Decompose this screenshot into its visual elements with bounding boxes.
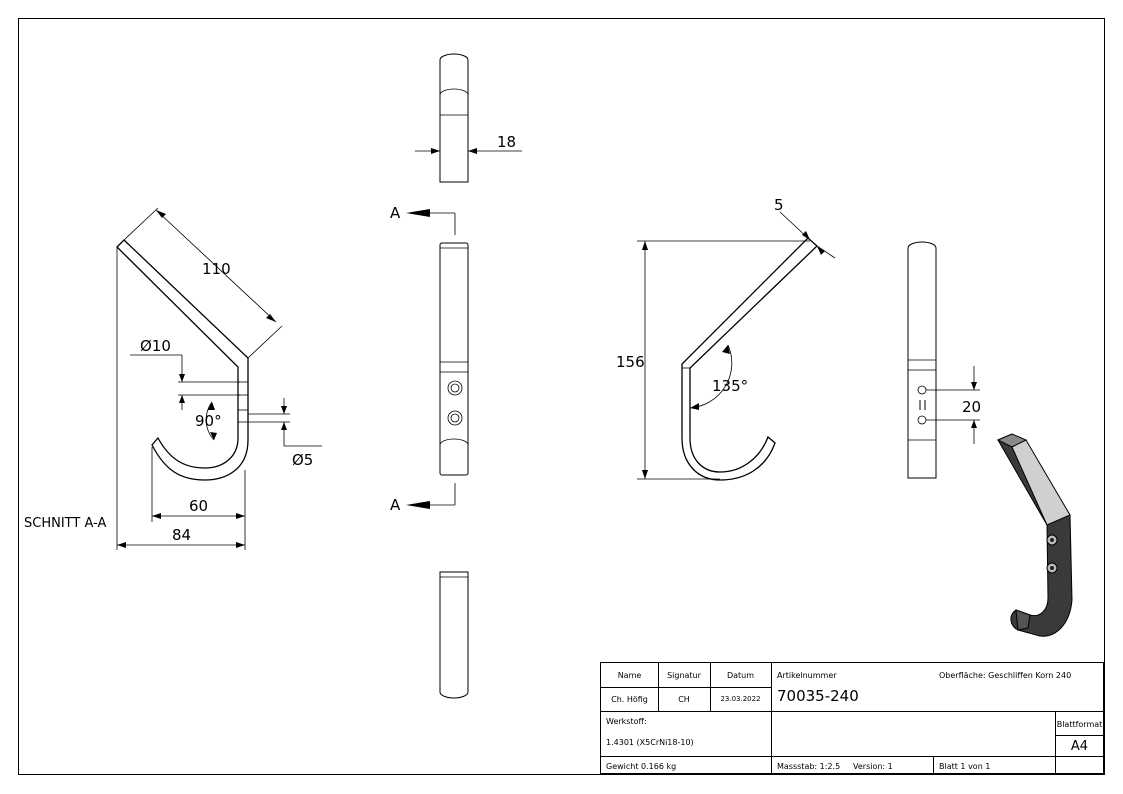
section-profile bbox=[116, 239, 249, 481]
date-header: Datum bbox=[726, 671, 755, 680]
front-view: A A bbox=[390, 204, 469, 514]
dim-60: 60 bbox=[189, 497, 208, 515]
dim-5: 5 bbox=[774, 196, 784, 214]
drawing-frame bbox=[18, 18, 1105, 775]
dim-20: 20 bbox=[962, 398, 981, 416]
article-number: 70035-240 bbox=[777, 687, 859, 705]
format-value: A4 bbox=[1070, 739, 1089, 754]
signature-header: Signatur bbox=[667, 671, 701, 680]
iso-view bbox=[996, 433, 1073, 637]
back-view: 20 bbox=[907, 241, 981, 479]
cut-label-top: A bbox=[390, 204, 401, 222]
section-label: SCHNITT A-A bbox=[24, 516, 106, 531]
top-view: 18 bbox=[415, 53, 522, 183]
dim-diameter-5: Ø5 bbox=[292, 451, 313, 469]
material-value: 1.4301 (X5CrNi18-10) bbox=[606, 738, 694, 747]
cut-label-bottom: A bbox=[390, 496, 401, 514]
material-header: Werkstoff: bbox=[606, 717, 647, 726]
section-view: 110 Ø10 90° Ø5 60 84 bbox=[24, 207, 322, 550]
dim-110: 110 bbox=[202, 260, 231, 278]
weight: Gewicht 0.166 kg bbox=[606, 762, 677, 771]
dim-84: 84 bbox=[172, 526, 191, 544]
name-value: Ch. Höfig bbox=[611, 695, 648, 704]
article-header: Artikelnummer bbox=[777, 671, 837, 680]
surface: Oberfläche: Geschliffen Korn 240 bbox=[939, 671, 1072, 680]
version: Version: 1 bbox=[853, 762, 893, 771]
dim-156: 156 bbox=[616, 353, 645, 371]
date-value: 23.03.2022 bbox=[720, 695, 761, 703]
dim-angle-135: 135° bbox=[712, 377, 748, 395]
dim-angle-90: 90° bbox=[195, 412, 222, 430]
scale: Massstab: 1:2.5 bbox=[777, 762, 841, 771]
format-header: Blattformat bbox=[1056, 720, 1103, 729]
title-block: Name Signatur Datum Ch. Höfig CH 23.03.2… bbox=[600, 662, 1104, 774]
dim-diameter-10: Ø10 bbox=[140, 337, 171, 355]
name-header: Name bbox=[617, 671, 642, 680]
signature-value: CH bbox=[678, 695, 690, 704]
side-view: 5 156 135° bbox=[616, 196, 836, 481]
bottom-view bbox=[439, 571, 469, 699]
dim-18: 18 bbox=[497, 133, 516, 151]
sheet: Blatt 1 von 1 bbox=[939, 762, 991, 771]
